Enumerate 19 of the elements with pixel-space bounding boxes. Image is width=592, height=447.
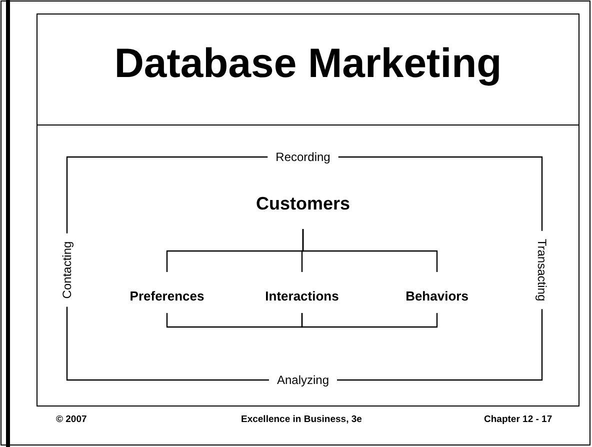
slide-title: Database Marketing <box>113 40 503 87</box>
heading-text: Customers <box>256 194 350 214</box>
connector-line <box>166 313 303 328</box>
cycle-stage-label: Analyzing <box>276 373 330 387</box>
footer-text: Chapter 12 - 17 <box>484 414 552 425</box>
category-label: Interactions <box>265 288 339 304</box>
connector-line <box>337 309 543 381</box>
connector-line <box>301 313 438 328</box>
category-label: Behaviors <box>406 288 468 304</box>
cycle-stage-label: Contacting <box>60 241 74 299</box>
footer-text: © 2007 <box>56 414 87 425</box>
cycle-stage-label: Transacting <box>535 238 549 302</box>
connector-line <box>66 156 268 234</box>
cycle-stage-label: Recording <box>276 150 330 164</box>
connector-line <box>66 306 269 381</box>
connector-line <box>338 156 543 231</box>
category-label: Preferences <box>130 288 204 304</box>
connector-line <box>302 229 438 272</box>
footer-text: Excellence in Business, 3e <box>241 414 362 425</box>
